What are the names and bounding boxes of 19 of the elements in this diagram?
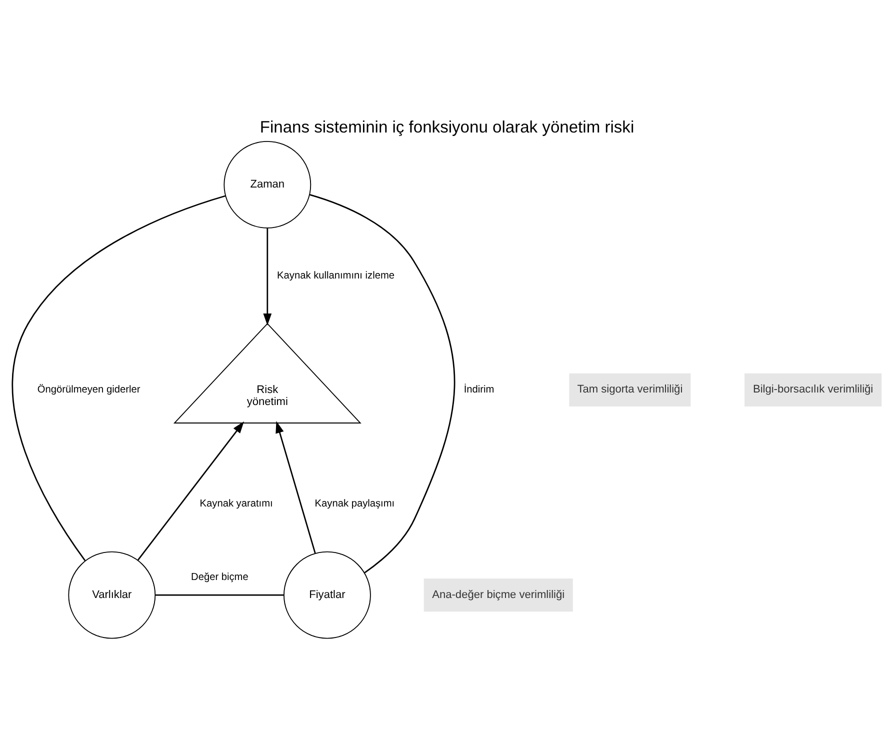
connector — [155, 594, 284, 596]
edge-label: Değer biçme — [191, 572, 248, 584]
connector — [12, 195, 226, 561]
label: Tam sigorta verimliliği — [577, 384, 683, 396]
diagram-title: Finans sisteminin iç fonksiyonu olarak yönetim riski — [260, 118, 634, 137]
connector — [309, 194, 456, 574]
node-circle: Varlıklar — [68, 551, 156, 639]
label: Bilgi-borsacılık verimliliği — [752, 384, 874, 396]
arrow — [276, 421, 316, 554]
edge-label: Öngörülmeyen giderler — [37, 384, 140, 396]
node-circle: Fiyatlar — [284, 551, 371, 639]
edge-label: Kaynak yaratımı — [200, 498, 273, 510]
arrow — [263, 228, 272, 326]
edge-label: Kaynak kullanımını izleme — [277, 270, 395, 282]
edge-label: İndirim — [464, 384, 494, 396]
node-circle: Zaman — [224, 140, 312, 228]
edge-label: Kaynak paylaşımı — [314, 498, 395, 510]
label: Ana-değer biçme verimliliği — [432, 588, 565, 601]
arrow — [137, 421, 244, 560]
